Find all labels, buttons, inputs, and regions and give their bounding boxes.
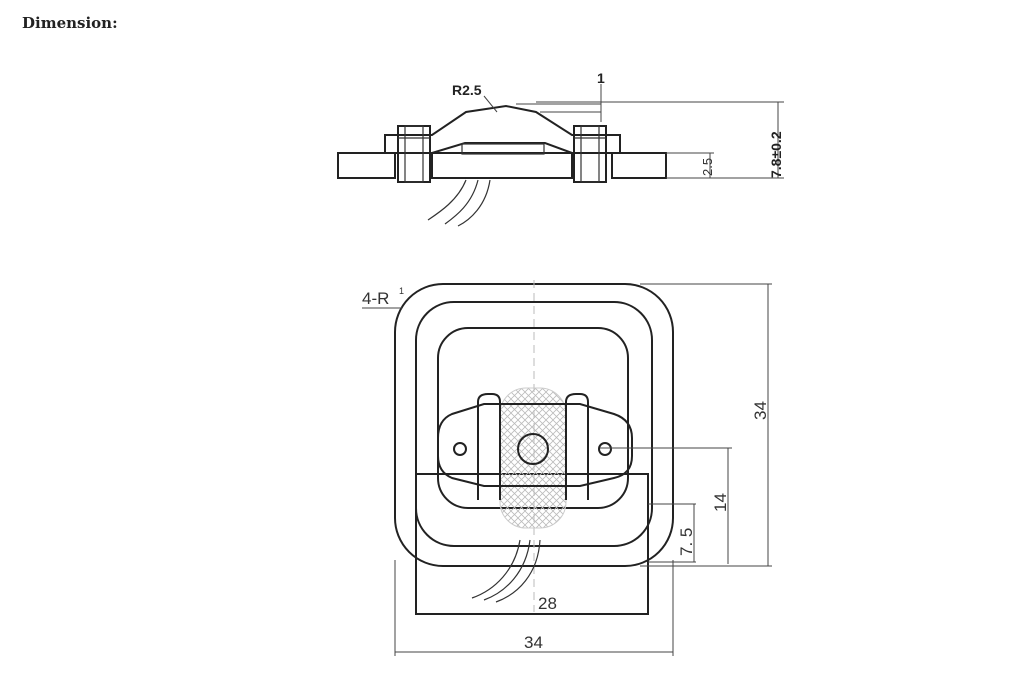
width-28-label: 28 [538, 594, 557, 613]
wire-3 [457, 179, 491, 227]
flange-left [337, 152, 396, 179]
hole-left [453, 442, 467, 456]
flange-right [611, 152, 667, 179]
hole-right [598, 442, 612, 456]
wire-a [471, 539, 521, 599]
slot-right [565, 393, 589, 500]
center-plate [437, 403, 633, 487]
corner-radius-superscript: 1 [399, 286, 404, 296]
wire-2 [444, 179, 479, 225]
wire-b [483, 539, 531, 601]
page-heading: Dimension: [22, 14, 118, 32]
slot-left [477, 393, 501, 500]
strain-cavity [461, 143, 545, 155]
total-height-label: 7.8±0.2 [768, 131, 784, 178]
side-view: R2.5 1 2.5 7.8±0.2 [337, 70, 784, 227]
base-middle [431, 152, 573, 179]
strain-gauge [499, 387, 567, 529]
corner-radius-label: 4-R [362, 289, 389, 308]
hole-center [517, 433, 549, 465]
dome-body [384, 104, 621, 154]
height-7-5-label: 7. 5 [677, 528, 696, 556]
height-34-label: 34 [751, 401, 770, 420]
wire-c [495, 539, 541, 603]
radius-label: R2.5 [452, 82, 482, 98]
thickness-label: 1 [597, 70, 605, 86]
base-height-label: 2.5 [700, 158, 715, 176]
height-14-label: 14 [711, 493, 730, 512]
wire-1 [427, 179, 467, 221]
top-view: 4-R 1 34 14 7. 5 28 34 [362, 280, 772, 656]
width-34-label: 34 [524, 633, 543, 652]
